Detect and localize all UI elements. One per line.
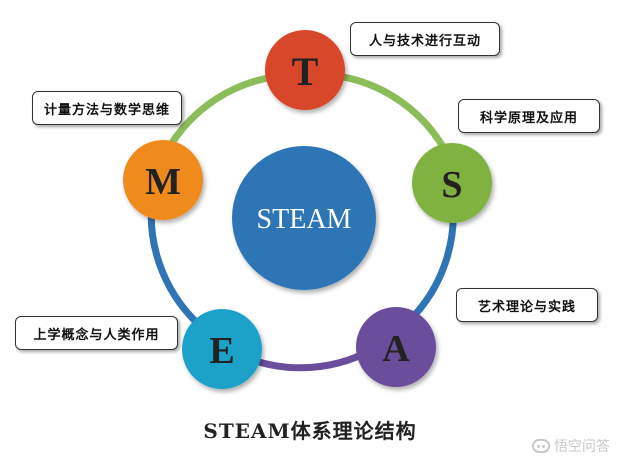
node-t: T bbox=[265, 30, 345, 110]
node-a-letter: A bbox=[382, 328, 410, 370]
node-e-letter: E bbox=[209, 330, 234, 372]
chat-bubble-icon bbox=[532, 439, 550, 453]
node-e-circle bbox=[182, 309, 262, 389]
node-s: S bbox=[412, 143, 492, 223]
watermark-text: 悟空问答 bbox=[554, 439, 610, 455]
node-a: A bbox=[356, 307, 436, 387]
node-s-letter: S bbox=[441, 164, 462, 206]
node-m-circle bbox=[123, 140, 203, 220]
node-m: M bbox=[123, 140, 203, 220]
center-circle bbox=[232, 146, 376, 290]
ring-segment-t-s bbox=[329, 71, 454, 162]
diagram-title: STEAM体系理论结构 bbox=[203, 419, 417, 443]
label-a: 艺术理论与实践 bbox=[456, 288, 598, 322]
label-s: 科学原理及应用 bbox=[458, 99, 600, 133]
center-label: STEAM bbox=[257, 204, 352, 235]
node-e: E bbox=[182, 309, 262, 389]
label-t: 人与技术进行互动 bbox=[350, 22, 500, 56]
node-a-circle bbox=[356, 307, 436, 387]
label-m: 计量方法与数学思维 bbox=[32, 91, 182, 125]
node-t-letter: T bbox=[292, 49, 319, 94]
watermark: 悟空问答 bbox=[532, 436, 610, 456]
label-e: 上学概念与人类作用 bbox=[15, 316, 178, 350]
node-t-circle bbox=[265, 30, 345, 110]
node-s-circle bbox=[412, 143, 492, 223]
node-m-letter: M bbox=[145, 161, 181, 203]
